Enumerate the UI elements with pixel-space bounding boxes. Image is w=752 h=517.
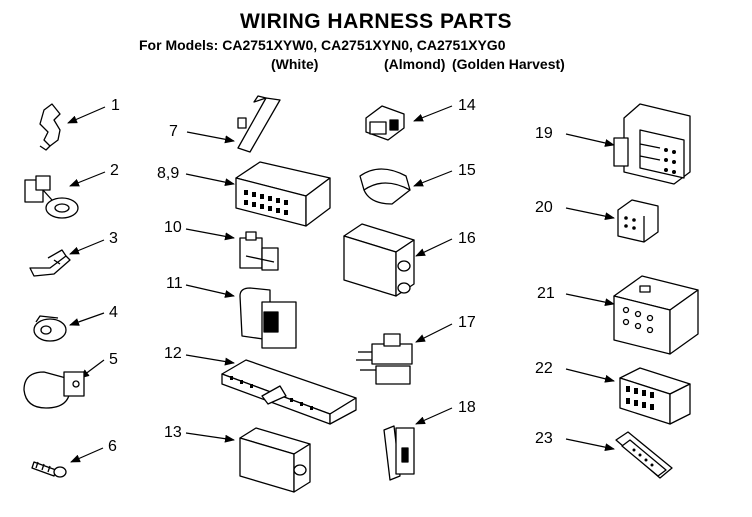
leader-15 — [413, 170, 453, 187]
leader-23 — [565, 438, 615, 452]
part-2-clamp — [24, 175, 79, 219]
part-13-plug-housing — [239, 427, 311, 493]
diagram-title: WIRING HARNESS PARTS — [239, 10, 513, 33]
part-18-clip — [383, 425, 415, 481]
part-8-9-housing — [235, 161, 331, 227]
leader-1 — [67, 106, 106, 124]
callout-12: 12 — [164, 345, 182, 362]
part-12-terminal-block — [221, 359, 357, 425]
leader-10 — [185, 228, 235, 241]
callout-10: 10 — [164, 219, 182, 236]
leader-18 — [415, 407, 453, 425]
leader-2 — [69, 171, 106, 187]
callout-19: 19 — [535, 125, 553, 142]
callout-11: 11 — [166, 275, 183, 292]
callout-17: 17 — [458, 314, 476, 331]
part-17-pin-plug — [356, 333, 413, 385]
part-7-latch — [237, 95, 281, 153]
part-22-multipin-housing — [619, 367, 691, 425]
part-16-large-housing — [343, 223, 415, 297]
part-3-bracket — [29, 249, 71, 277]
leader-11 — [185, 284, 235, 298]
variant-white: (White) — [271, 56, 319, 72]
callout-14: 14 — [458, 97, 476, 114]
callout-15: 15 — [458, 162, 476, 179]
leader-7 — [186, 131, 235, 144]
part-15-sleeve — [359, 168, 411, 205]
leader-8-9 — [185, 173, 235, 187]
leader-6 — [70, 447, 104, 463]
callout-5: 5 — [109, 351, 118, 368]
leader-4 — [69, 312, 105, 326]
part-5-p-clamp — [23, 371, 85, 409]
variant-golden-harvest: (Golden Harvest) — [452, 56, 565, 72]
leader-13 — [185, 432, 235, 443]
callout-2: 2 — [110, 162, 119, 179]
callout-4: 4 — [109, 304, 118, 321]
callout-13: 13 — [164, 424, 182, 441]
part-4-grommet — [33, 315, 67, 342]
leader-12 — [185, 354, 235, 366]
part-14-terminal — [365, 105, 405, 141]
callout-8-9: 8,9 — [157, 165, 179, 182]
part-10-connector — [239, 231, 279, 271]
part-23-d-connector — [615, 431, 673, 479]
part-6-screw — [31, 461, 67, 478]
leader-16 — [415, 238, 453, 257]
callout-22: 22 — [535, 360, 553, 377]
leader-22 — [565, 368, 615, 383]
part-21-large-cube — [613, 275, 699, 355]
callout-6: 6 — [108, 438, 117, 455]
callout-16: 16 — [458, 230, 476, 247]
callout-3: 3 — [109, 230, 118, 247]
callout-23: 23 — [535, 430, 553, 447]
leader-19 — [565, 133, 615, 147]
leader-20 — [565, 207, 615, 221]
leader-17 — [415, 323, 453, 343]
leader-14 — [413, 105, 453, 122]
callout-21: 21 — [537, 285, 555, 302]
model-numbers: For Models: CA2751XYW0, CA2751XYN0, CA27… — [139, 37, 506, 53]
callout-1: 1 — [111, 97, 120, 114]
leader-21 — [565, 293, 615, 307]
variant-almond: (Almond) — [384, 56, 446, 72]
part-20-cube-connector — [617, 199, 659, 243]
callout-18: 18 — [458, 399, 476, 416]
callout-20: 20 — [535, 199, 553, 216]
leader-3 — [69, 239, 105, 255]
part-11-plug — [239, 287, 297, 349]
callout-7: 7 — [169, 123, 178, 140]
part-1-clip — [39, 103, 61, 151]
part-19-socket — [613, 103, 691, 185]
